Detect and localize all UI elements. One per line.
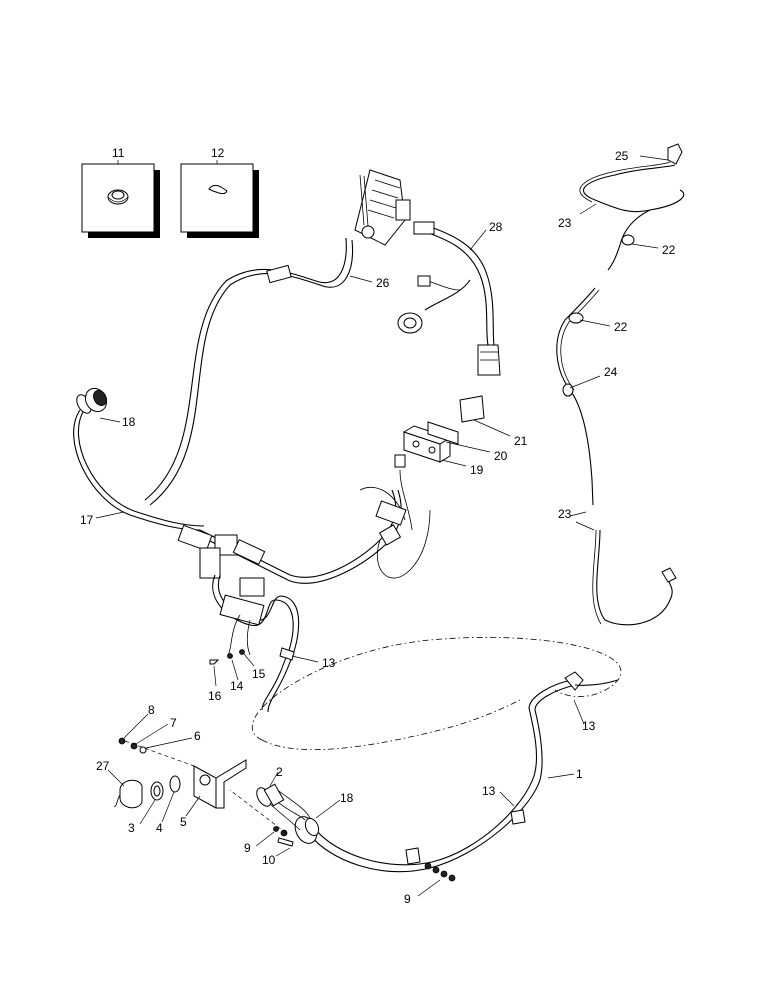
gasket-20 — [427, 421, 459, 445]
callout-9-left: 9 — [244, 841, 251, 855]
callout-24: 24 — [604, 365, 618, 379]
callout-19: 19 — [470, 463, 484, 477]
callout-7: 7 — [170, 716, 177, 730]
antenna-cable — [556, 143, 685, 626]
callout-13-left: 13 — [322, 656, 336, 670]
callout-15: 15 — [252, 667, 266, 681]
callout-25: 25 — [615, 149, 629, 163]
callout-18-upper: 18 — [122, 415, 136, 429]
callout-8: 8 — [148, 703, 155, 717]
callout-11: 11 — [112, 146, 125, 160]
harness-1 — [256, 671, 619, 873]
callout-23-mid: 23 — [558, 507, 572, 521]
callout-14: 14 — [230, 679, 244, 693]
callout-1: 1 — [576, 767, 583, 781]
callout-4: 4 — [156, 821, 163, 835]
callout-21: 21 — [514, 434, 528, 448]
inset-box-11 — [81, 160, 160, 238]
leader-lines — [95, 155, 669, 897]
callout-23-top: 23 — [558, 216, 572, 230]
callout-28: 28 — [489, 220, 503, 234]
callout-labels: 11 12 25 23 28 22 26 22 24 18 21 20 19 2… — [80, 146, 676, 906]
callout-17: 17 — [80, 513, 94, 527]
grommet-18-upper — [76, 387, 108, 414]
callout-6: 6 — [194, 729, 201, 743]
inset-box-12 — [180, 160, 259, 238]
callout-5: 5 — [180, 815, 187, 829]
callout-16: 16 — [208, 689, 222, 703]
callout-10: 10 — [262, 853, 276, 867]
callout-3: 3 — [128, 821, 135, 835]
callout-20: 20 — [494, 449, 508, 463]
callout-22-top: 22 — [662, 243, 676, 257]
module-19 — [402, 395, 485, 463]
routing-path-dashed — [251, 637, 622, 751]
callout-18-lower: 18 — [340, 791, 354, 805]
display-module — [354, 169, 411, 246]
callout-9-bottom: 9 — [404, 892, 411, 906]
cover-21 — [459, 395, 485, 423]
harness-28 — [397, 221, 501, 376]
callout-22-mid: 22 — [614, 320, 628, 334]
main-harness — [73, 237, 431, 713]
callout-13-right: 13 — [582, 719, 596, 733]
callout-13-bottom: 13 — [482, 784, 496, 798]
callout-2: 2 — [276, 765, 283, 779]
callout-26: 26 — [376, 276, 390, 290]
callout-12: 12 — [211, 146, 225, 160]
callout-27: 27 — [96, 759, 110, 773]
bracket-assembly — [113, 649, 456, 882]
